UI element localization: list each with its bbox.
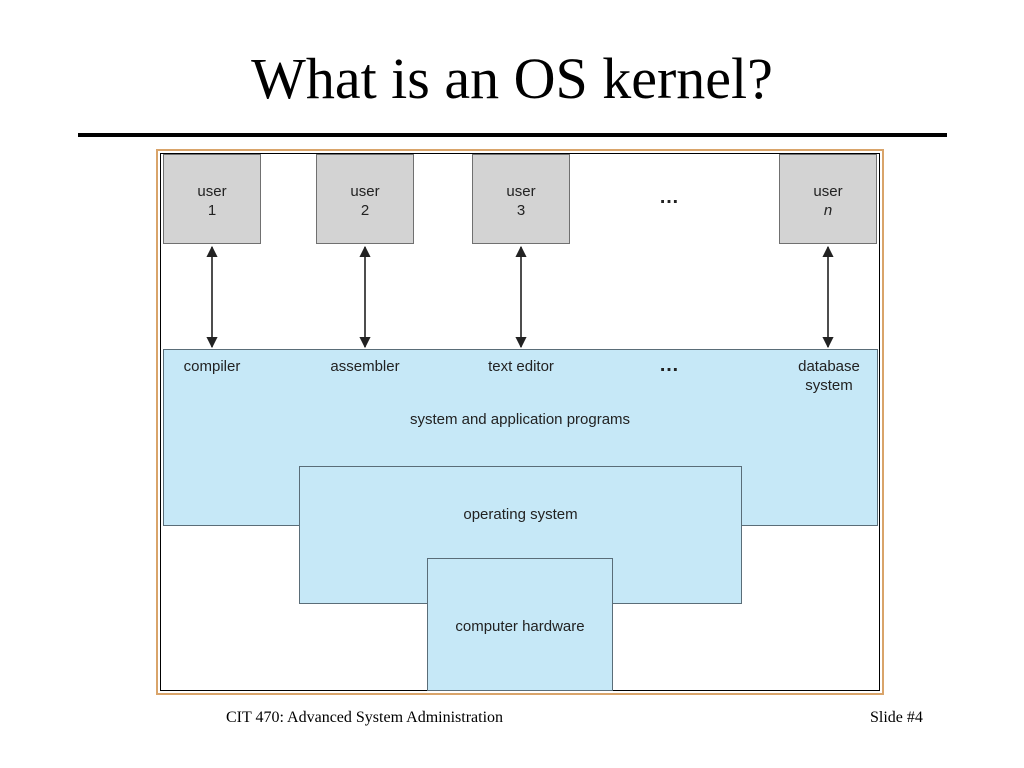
hardware-label: computer hardware [455,618,585,635]
programs-ellipsis: … [659,354,680,376]
users-ellipsis: … [659,186,680,208]
user-box-3: user 3 [472,154,570,244]
program-assembler: assembler [330,358,400,375]
title-divider [78,133,947,137]
user-number: n [823,202,833,219]
hardware-layer [427,558,613,691]
user-box-1: user 1 [163,154,261,244]
program-system: system [805,377,853,394]
slide-title: What is an OS kernel? [251,46,773,111]
user-box-2: user 2 [316,154,414,244]
user-number: 1 [207,202,217,219]
footer-slide-number: Slide #4 [870,709,923,726]
user-label: user [350,183,380,200]
user-number: 3 [516,202,526,219]
user-label: user [813,183,843,200]
user-label: user [506,183,536,200]
user-number: 2 [360,202,370,219]
user-box-n: user n [779,154,877,244]
applications-layer-label: system and application programs [409,411,631,428]
footer-course: CIT 470: Advanced System Administration [226,709,504,726]
operating-system-label: operating system [463,506,578,523]
program-compiler: compiler [183,358,241,375]
layer-join [300,524,741,530]
program-database: database [798,358,860,375]
program-text-editor: text editor [488,358,554,375]
user-label: user [197,183,227,200]
layer-join [428,601,612,607]
